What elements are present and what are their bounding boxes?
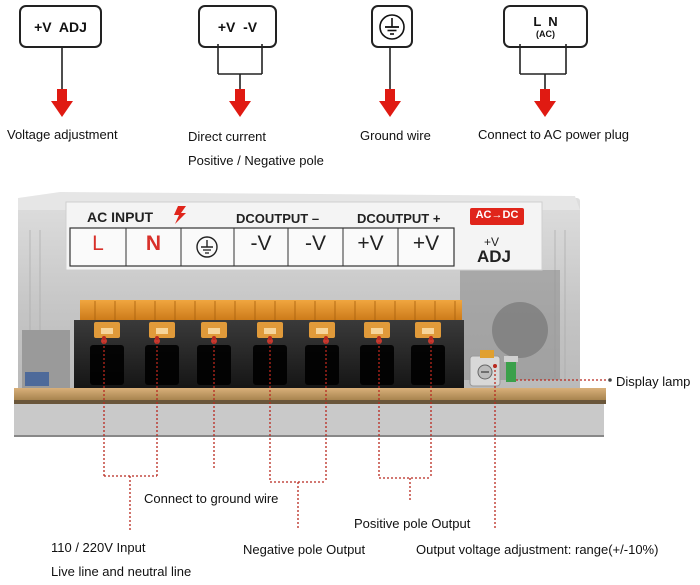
pcb-board: [14, 388, 606, 400]
power-supply-unit: [14, 192, 606, 437]
caption-ac-plug: Connect to AC power plug: [478, 127, 630, 142]
terminal-labels-box: [69, 227, 455, 267]
caption-voltage-adjustment: Voltage adjustment: [7, 127, 118, 142]
callout-adjust: Output voltage adjustment: range(+/-10%): [416, 542, 659, 557]
panel-dc-output-pos: DCOUTPUT +: [357, 211, 441, 226]
caption-positive-negative: Positive / Negative pole: [188, 153, 324, 168]
icon-ground: [371, 5, 413, 48]
callout-ground: Connect to ground wire: [144, 491, 279, 506]
icon-ac-plug-text: L N: [533, 13, 558, 29]
arrow-ground: [379, 89, 401, 117]
caption-ground-wire: Ground wire: [360, 128, 431, 143]
warning-lightning-icon: [174, 206, 186, 224]
acdc-badge: [470, 208, 524, 225]
callout-positive: Positive pole Output: [354, 516, 471, 531]
legend-connectors: [51, 44, 567, 117]
callout-lines: [102, 336, 612, 530]
ground-icon: [379, 13, 405, 40]
terminal-ground-icon: [196, 236, 218, 258]
panel-adj-top: +V: [484, 235, 500, 249]
callout-negative: Negative pole Output: [243, 542, 366, 557]
icon-direct-current: +V -V: [198, 5, 277, 48]
icon-direct-current-text: +V -V: [217, 18, 258, 35]
terminal-screws: [94, 322, 441, 338]
caption-direct-current: Direct current: [188, 129, 267, 144]
terminal-cover: [80, 300, 462, 322]
icon-voltage-adjust: +V ADJ: [19, 5, 102, 48]
terminal-label-neg2: -V: [305, 232, 326, 255]
arrow-voltage-adjust: [51, 89, 73, 117]
terminal-label-N: N: [145, 232, 162, 255]
terminal-label-neg1: -V: [250, 232, 272, 255]
callout-display-lamp: Display lamp: [616, 374, 691, 389]
terminal-red-dots: [101, 338, 434, 344]
terminal-label-pos2: +V: [412, 232, 440, 255]
terminal-label-pos1: +V: [357, 232, 384, 255]
callout-input-line2: Live line and neutral line: [51, 564, 192, 579]
panel-ac-input: AC INPUT: [87, 209, 154, 225]
icon-ac-plug: L N (AC): [503, 5, 588, 48]
panel-acdc-badge: AC→DC: [475, 209, 519, 221]
icon-voltage-adjust-text: +V ADJ: [34, 18, 87, 35]
panel-adj-bottom: ADJ: [477, 247, 512, 266]
arrow-ac-plug: [534, 89, 556, 117]
terminal-label-L: L: [92, 232, 104, 255]
arrow-direct-current: [229, 89, 251, 117]
callout-input-line1: 110 / 220V Input: [51, 540, 146, 555]
panel-dc-output-neg: DCOUTPUT –: [236, 211, 320, 226]
display-lamp-led: [504, 356, 518, 382]
icon-ac-plug-sub: (AC): [536, 28, 555, 39]
legend-arrows: [51, 89, 556, 117]
